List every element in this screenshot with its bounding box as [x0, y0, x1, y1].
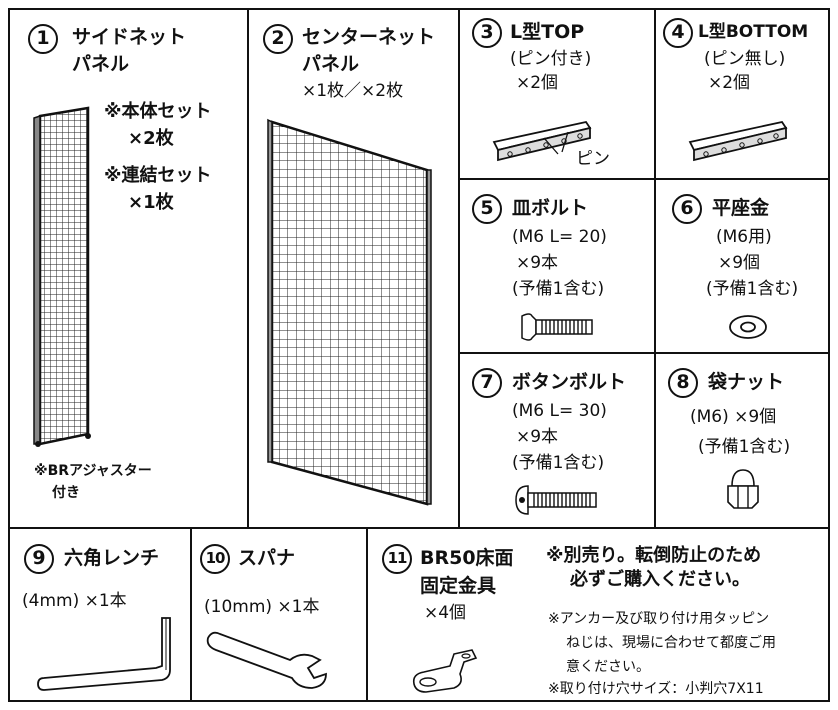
flat-bolt-illustration	[521, 313, 593, 341]
washer-illustration	[729, 315, 767, 339]
button-bolt-illustration	[515, 485, 597, 515]
item-quantity: ×1枚／×2枚	[302, 81, 404, 101]
item-number: 5	[472, 194, 502, 224]
item-name: 皿ボルト	[512, 197, 589, 219]
item-number: 6	[672, 194, 702, 224]
item-number: 2	[263, 24, 293, 54]
item-quantity: ×2個	[516, 73, 559, 93]
item-name: L型BOTTOM	[698, 22, 809, 42]
l-bracket-bottom-illustration	[688, 120, 788, 162]
item-sub: (10mm) ×1本	[204, 597, 320, 617]
item-footnote: ※BRアジャスター	[34, 463, 152, 479]
side-net-panel-illustration	[33, 106, 91, 447]
item-number: 11	[382, 544, 412, 574]
item-sub: (M6 L= 20)	[512, 227, 607, 247]
item-note: (予備1含む)	[512, 453, 605, 473]
divider	[458, 178, 830, 180]
item-quantity: ×9本	[516, 427, 559, 447]
item-number: 1	[28, 24, 58, 54]
item-name: パネル	[302, 53, 360, 75]
divider	[458, 8, 460, 528]
item-name: ボタンボルト	[512, 371, 627, 393]
item-note: ※連結セット	[104, 165, 212, 186]
item-quantity: ×9個	[718, 253, 761, 273]
item-note: 意ください。	[566, 659, 650, 675]
item-note: ※本体セット	[104, 101, 212, 122]
item-sub: (M6用)	[716, 227, 772, 247]
item-number: 8	[668, 368, 698, 398]
item-name: 六角レンチ	[64, 547, 160, 569]
item-name: 袋ナット	[708, 371, 785, 393]
l-bracket-top-illustration	[492, 120, 592, 162]
item-note: ×1枚	[128, 192, 174, 213]
item-note: ※取り付け穴サイズ：小判穴7X11	[548, 681, 764, 697]
item-quantity: ×4個	[424, 603, 467, 623]
divider	[458, 352, 830, 354]
item-note: ×2枚	[128, 128, 174, 149]
item-number: 3	[472, 18, 502, 48]
spanner-illustration	[206, 631, 327, 689]
item-name: L型TOP	[510, 21, 585, 43]
item-name: センターネット	[302, 26, 436, 48]
sold-separately-notice: 必ずご購入ください。	[570, 569, 750, 590]
item-sub: (M6) ×9個	[690, 407, 777, 427]
item-name: 固定金具	[420, 575, 497, 597]
item-number: 4	[663, 18, 693, 48]
item-name: スパナ	[238, 547, 296, 569]
item-footnote: 付き	[52, 485, 80, 501]
item-note: (予備1含む)	[698, 437, 791, 457]
item-quantity: ×2個	[708, 73, 751, 93]
item-number: 10	[200, 544, 230, 574]
parts-list-frame	[8, 8, 830, 702]
cap-nut-illustration	[727, 469, 759, 509]
hex-wrench-illustration	[37, 617, 171, 691]
item-sub: (M6 L= 30)	[512, 401, 607, 421]
divider	[247, 8, 249, 528]
item-note: (予備1含む)	[706, 279, 799, 299]
sold-separately-notice: ※別売り。転倒防止のため	[546, 545, 762, 566]
item-name: パネル	[72, 53, 130, 75]
divider	[654, 8, 656, 528]
item-name: BR50床面	[420, 547, 514, 569]
item-number: 7	[472, 368, 502, 398]
item-name: サイドネット	[72, 26, 187, 48]
center-net-panel-illustration	[267, 118, 432, 506]
item-name: 平座金	[712, 197, 770, 219]
floor-bracket-illustration	[412, 649, 478, 693]
item-note: ※アンカー及び取り付け用タッピン	[548, 611, 770, 627]
pin-label: ピン	[576, 149, 610, 169]
divider	[8, 527, 830, 529]
item-note: (予備1含む)	[512, 279, 605, 299]
item-sub: (ピン無し)	[704, 49, 786, 69]
item-note: ねじは、現場に合わせて都度ご用	[566, 635, 776, 651]
item-sub: (4mm) ×1本	[22, 591, 127, 611]
item-number: 9	[24, 544, 54, 574]
divider	[190, 527, 192, 702]
divider	[366, 527, 368, 702]
item-quantity: ×9本	[516, 253, 559, 273]
item-sub: (ピン付き)	[510, 49, 592, 69]
